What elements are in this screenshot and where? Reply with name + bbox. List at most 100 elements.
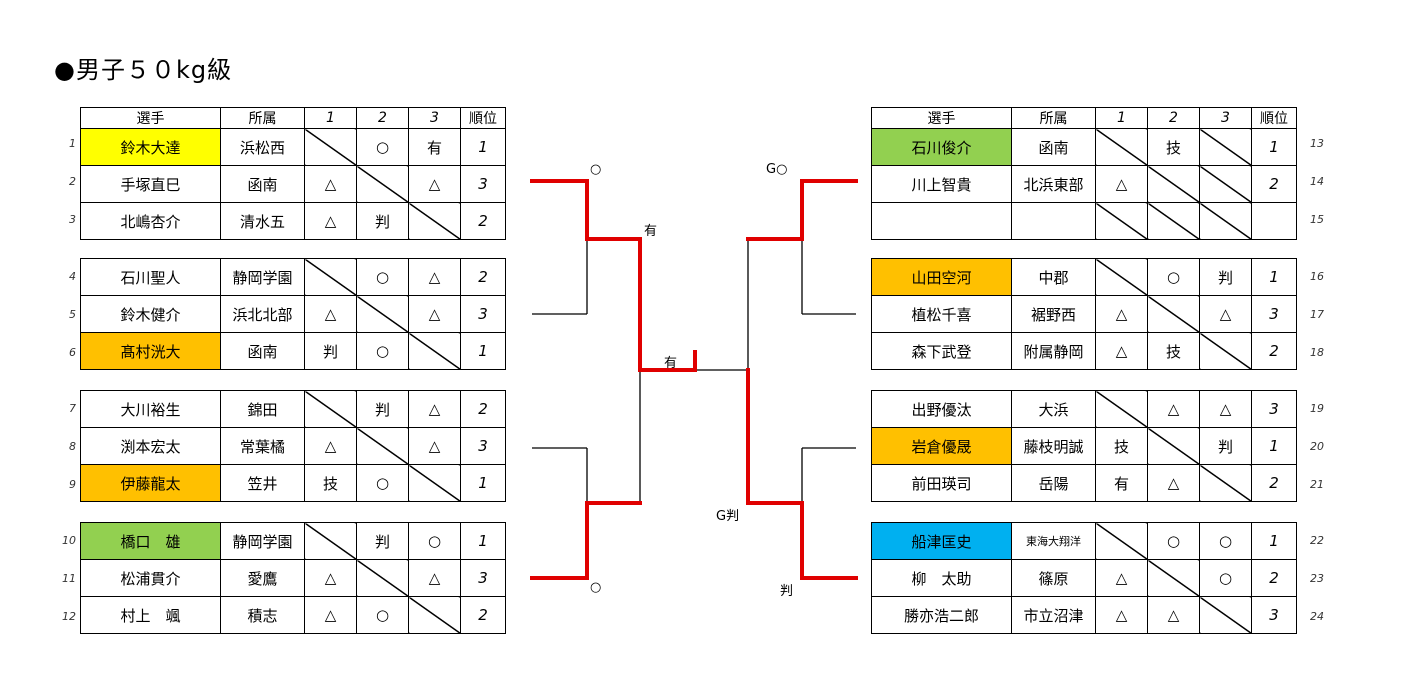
self-match-cell xyxy=(304,258,357,296)
player-rank: 3 xyxy=(460,165,506,203)
player-rank: 3 xyxy=(460,559,506,597)
match-result: △ xyxy=(304,165,357,203)
row-number: 19 xyxy=(1310,402,1324,415)
self-match-cell xyxy=(1147,559,1200,597)
match-result: ○ xyxy=(408,522,461,560)
row-number: 11 xyxy=(62,572,76,585)
bracket-label: 判 xyxy=(780,584,794,599)
header-affiliation: 所属 xyxy=(1011,107,1096,129)
self-match-cell xyxy=(356,559,409,597)
table-row: 大川裕生錦田判△2 xyxy=(80,390,506,428)
player-name: 石川聖人 xyxy=(80,258,221,296)
table-row: 植松千喜裾野西△△3 xyxy=(871,295,1297,333)
row-number: 21 xyxy=(1310,478,1324,491)
match-result: 判 xyxy=(1199,258,1252,296)
match-result xyxy=(1199,128,1252,166)
match-result: △ xyxy=(304,202,357,240)
table-row: 伊藤龍太笠井技○1 xyxy=(80,464,506,502)
winner-path-left-bottom xyxy=(530,501,642,580)
self-match-cell xyxy=(408,202,461,240)
table-row: 手塚直巳函南△△3 xyxy=(80,165,506,203)
player-affiliation: 岳陽 xyxy=(1011,464,1096,502)
row-number: 15 xyxy=(1310,213,1324,226)
bracket-label: G○ xyxy=(766,162,788,177)
table-row: 髙村洸大函南判○1 xyxy=(80,332,506,370)
self-match-cell xyxy=(1147,295,1200,333)
table-row: 石川聖人静岡学園○△2 xyxy=(80,258,506,296)
row-number: 23 xyxy=(1310,572,1324,585)
player-rank: 2 xyxy=(460,258,506,296)
table-row: 渕本宏太常葉橘△△3 xyxy=(80,427,506,465)
table-row: 村上 颯積志△○2 xyxy=(80,596,506,634)
winner-path-right-top xyxy=(746,179,858,241)
player-affiliation: 錦田 xyxy=(220,390,305,428)
player-affiliation: 東海大翔洋 xyxy=(1011,522,1096,560)
match-result: ○ xyxy=(356,464,409,502)
row-number: 7 xyxy=(69,402,76,415)
match-result xyxy=(1199,165,1252,203)
player-rank: 2 xyxy=(460,390,506,428)
self-match-cell xyxy=(408,464,461,502)
match-result: ○ xyxy=(1147,258,1200,296)
page-title: ●男子５０kg級 xyxy=(54,56,233,84)
player-rank: 1 xyxy=(460,522,506,560)
player-rank: 1 xyxy=(1251,427,1297,465)
row-number: 5 xyxy=(69,308,76,321)
player-affiliation: 愛鷹 xyxy=(220,559,305,597)
player-rank: 3 xyxy=(1251,596,1297,634)
row-number: 12 xyxy=(62,610,76,623)
match-result: △ xyxy=(304,427,357,465)
match-result: ○ xyxy=(1147,522,1200,560)
row-number: 14 xyxy=(1310,175,1324,188)
player-affiliation: 清水五 xyxy=(220,202,305,240)
match-result: ○ xyxy=(1199,522,1252,560)
match-result: 判 xyxy=(356,202,409,240)
player-rank: 2 xyxy=(1251,332,1297,370)
player-affiliation: 大浜 xyxy=(1011,390,1096,428)
row-number: 24 xyxy=(1310,610,1324,623)
self-match-cell xyxy=(1095,390,1148,428)
player-affiliation: 笠井 xyxy=(220,464,305,502)
player-name: 大川裕生 xyxy=(80,390,221,428)
player-affiliation: 函南 xyxy=(1011,128,1096,166)
row-number: 16 xyxy=(1310,270,1324,283)
player-name: 北嶋杏介 xyxy=(80,202,221,240)
player-name: 松浦貫介 xyxy=(80,559,221,597)
player-affiliation: 裾野西 xyxy=(1011,295,1096,333)
player-name: 渕本宏太 xyxy=(80,427,221,465)
player-rank: 3 xyxy=(1251,390,1297,428)
player-affiliation: 附属静岡 xyxy=(1011,332,1096,370)
match-result: 有 xyxy=(1095,464,1148,502)
self-match-cell xyxy=(1095,202,1148,240)
match-result: △ xyxy=(1199,295,1252,333)
player-name: 岩倉優晟 xyxy=(871,427,1012,465)
match-result: 判 xyxy=(356,522,409,560)
player-rank: 1 xyxy=(1251,258,1297,296)
match-result: ○ xyxy=(356,258,409,296)
match-result: △ xyxy=(408,559,461,597)
player-name: 村上 颯 xyxy=(80,596,221,634)
match-result: ○ xyxy=(356,128,409,166)
self-match-cell xyxy=(1199,202,1252,240)
bracket-label: 有 xyxy=(644,224,658,239)
self-match-cell xyxy=(1199,332,1252,370)
player-affiliation: 静岡学園 xyxy=(220,258,305,296)
player-name: 髙村洸大 xyxy=(80,332,221,370)
player-rank: 2 xyxy=(460,596,506,634)
header-player: 選手 xyxy=(871,107,1012,129)
row-number: 1 xyxy=(69,137,76,150)
player-affiliation: 市立沼津 xyxy=(1011,596,1096,634)
match-result: △ xyxy=(1147,596,1200,634)
player-rank: 1 xyxy=(460,332,506,370)
player-name: 出野優汰 xyxy=(871,390,1012,428)
player-name: 前田瑛司 xyxy=(871,464,1012,502)
match-result: △ xyxy=(408,295,461,333)
match-result: △ xyxy=(1147,464,1200,502)
